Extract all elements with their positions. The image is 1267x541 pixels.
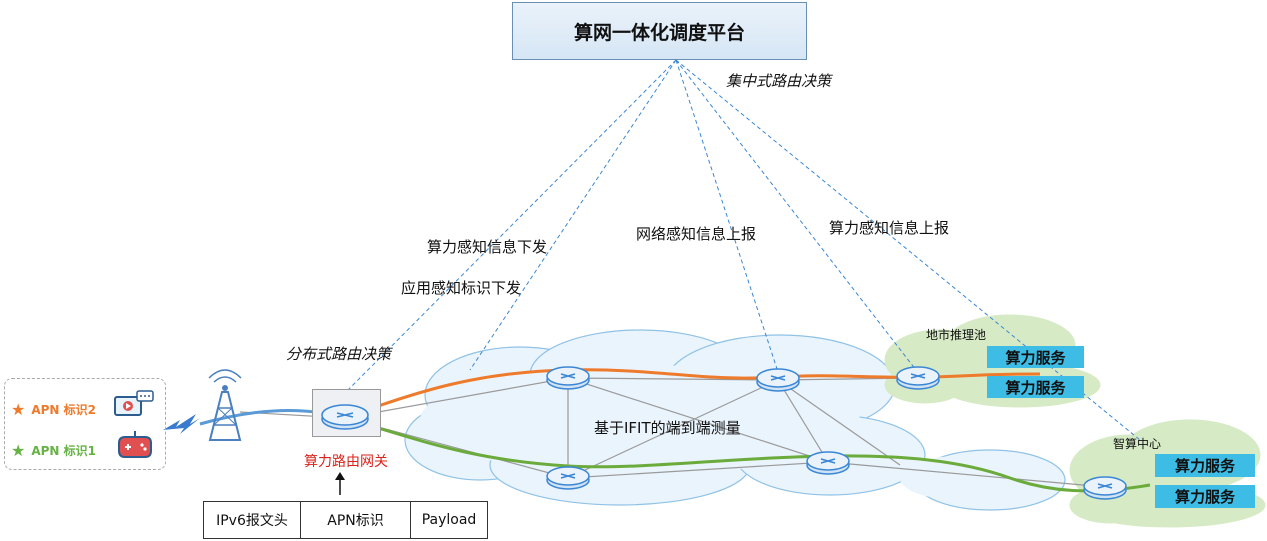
star-icon: ★ <box>11 400 26 419</box>
gateway-label: 算力路由网关 <box>304 454 388 470</box>
packet-field-ipv6: IPv6报文头 <box>204 502 301 538</box>
green-path <box>344 416 1151 493</box>
router-icon-2 <box>756 368 800 392</box>
orange-path <box>344 368 1041 420</box>
service-a2: 算力服务 <box>987 376 1084 398</box>
packet-header: IPv6报文头 APN标识 Payload <box>203 501 488 539</box>
distributed-decision-label: 分布式路由决策 <box>286 345 392 363</box>
router-icon-6 <box>1083 476 1127 500</box>
network-up-label: 网络感知信息上报 <box>636 225 757 243</box>
compute-up-label: 算力感知信息上报 <box>829 219 950 237</box>
packet-field-payload: Payload <box>421 512 477 528</box>
router-icon-5 <box>896 366 940 390</box>
legend-label-apn1: APN 标识1 <box>31 444 96 458</box>
router-icon-3 <box>546 466 590 490</box>
gateway-router-icon <box>321 404 369 430</box>
legend-item-apn2: ★ APN 标识2 <box>11 400 96 419</box>
router-icon-1 <box>546 366 590 390</box>
wireless-signal-icon <box>163 414 200 434</box>
legend-label-apn2: APN 标识2 <box>31 403 96 417</box>
star-icon: ★ <box>11 441 26 460</box>
platform-title: 算网一体化调度平台 <box>512 2 807 60</box>
packet-field-apn: APN标识 <box>301 502 411 538</box>
apn-legend: ★ APN 标识2 ★ APN 标识1 <box>4 378 166 470</box>
app-down-label: 应用感知标识下发 <box>401 279 522 297</box>
compute-down-label: 算力感知信息下发 <box>427 238 548 256</box>
ifit-label: 基于IFIT的端到端测量 <box>594 419 741 437</box>
router-icon-4 <box>806 451 850 475</box>
service-b2: 算力服务 <box>1155 485 1255 508</box>
gamepad-icon <box>118 431 152 458</box>
up-arrow-icon <box>335 472 345 495</box>
pool-b-label: 智算中心 <box>1113 437 1162 451</box>
tower-icon <box>208 369 242 441</box>
pool-a-label: 地市推理池 <box>926 328 987 342</box>
legend-item-apn1: ★ APN 标识1 <box>11 441 96 460</box>
service-a1: 算力服务 <box>987 346 1084 368</box>
centralized-decision-label: 集中式路由决策 <box>726 72 832 90</box>
service-b1: 算力服务 <box>1155 454 1255 477</box>
video-icon <box>114 390 154 416</box>
